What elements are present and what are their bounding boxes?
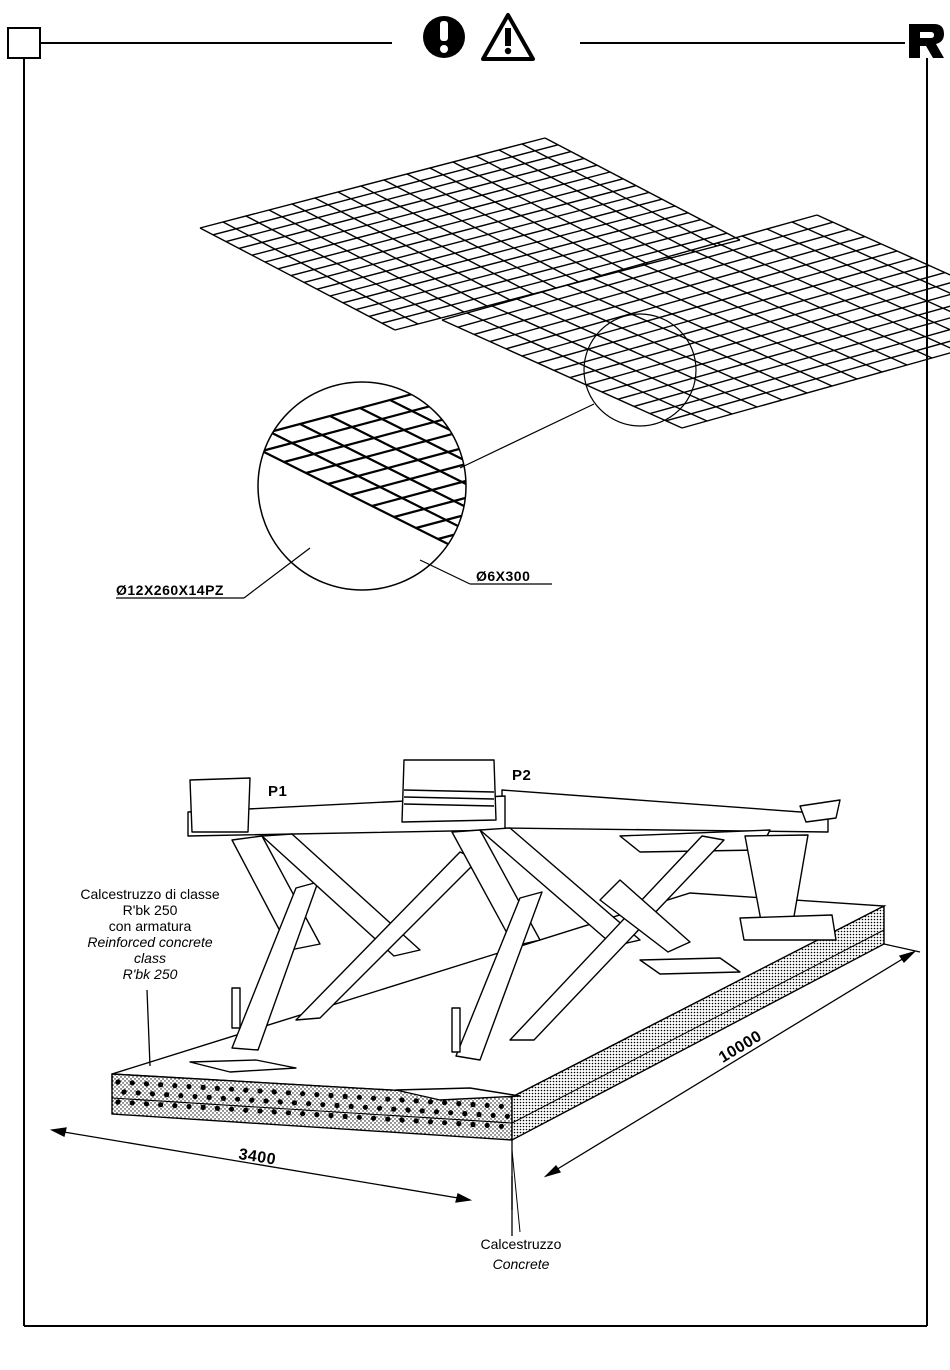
brand-logo-icon — [909, 24, 944, 58]
concrete-en: Concrete — [446, 1254, 596, 1274]
rebar-mesh-left — [200, 138, 740, 330]
reinforced-en-line2: class — [52, 950, 248, 966]
concrete-callout: Calcestruzzo Concrete — [446, 1234, 596, 1274]
warning-triangle-icon — [483, 15, 533, 59]
concrete-it: Calcestruzzo — [446, 1234, 596, 1254]
reinforced-concrete-callout: Calcestruzzo di classe R'bk 250 con arma… — [52, 886, 248, 982]
platform-1-label: P1 — [268, 783, 287, 800]
concrete-leader — [512, 1150, 520, 1232]
reinforced-en-line3: R'bk 250 — [52, 966, 248, 982]
reinforced-it-line2: R'bk 250 — [52, 902, 248, 918]
exclamation-circle-icon — [423, 16, 465, 58]
rebar-bar-label: Ø12X260X14PZ — [116, 582, 224, 598]
platform-2-label: P2 — [512, 767, 531, 784]
reinforced-it-line1: Calcestruzzo di classe — [52, 886, 248, 902]
reinforced-en-line1: Reinforced concrete — [52, 934, 248, 950]
rebar-mesh-label: Ø6X300 — [476, 568, 530, 584]
reinforced-it-line3: con armatura — [52, 918, 248, 934]
rebar-mesh-detail — [240, 360, 760, 550]
